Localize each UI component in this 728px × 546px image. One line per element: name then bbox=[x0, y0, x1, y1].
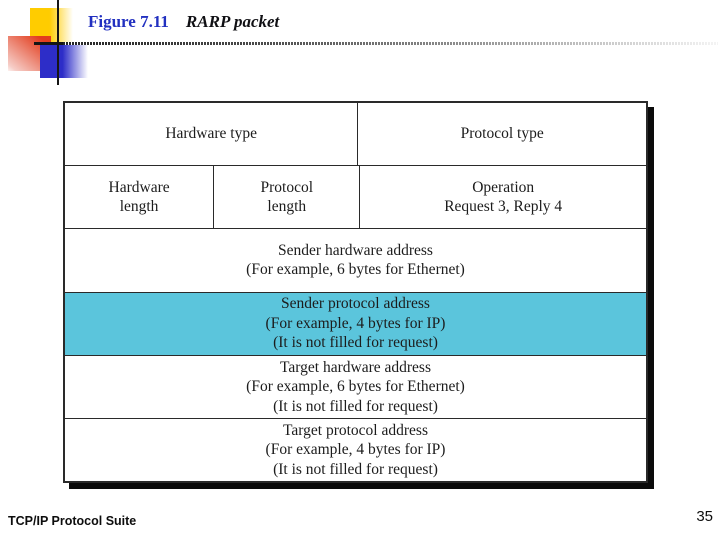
field-line: Protocol type bbox=[460, 125, 544, 143]
slide-title: Figure 7.11 RARP packet bbox=[88, 12, 279, 32]
row-target-hardware-address: Target hardware address (For example, 6 … bbox=[65, 356, 646, 419]
field-line: Hardware type bbox=[165, 125, 257, 143]
field-target-protocol-address: Target protocol address (For example, 4 … bbox=[65, 419, 646, 481]
footer-book-title: TCP/IP Protocol Suite bbox=[8, 514, 137, 528]
figure-title-text: RARP packet bbox=[185, 12, 280, 31]
field-hardware-type: Hardware type bbox=[65, 103, 359, 166]
horizontal-dashed-rule bbox=[63, 42, 718, 45]
field-line: length bbox=[119, 198, 159, 216]
field-line: Sender hardware address bbox=[278, 241, 433, 259]
field-protocol-length: Protocol length bbox=[214, 166, 361, 229]
rarp-packet-diagram: Hardware type Protocol type Hardware len… bbox=[63, 101, 648, 483]
field-line: Protocol bbox=[260, 178, 314, 196]
row-target-protocol-address: Target protocol address (For example, 4 … bbox=[65, 419, 646, 481]
row-length-operation-fields: Hardware length Protocol length Operatio… bbox=[65, 166, 646, 230]
slide-page-number: 35 bbox=[696, 508, 713, 525]
field-line: (It is not filled for request) bbox=[273, 397, 438, 415]
row-type-fields: Hardware type Protocol type bbox=[65, 103, 646, 167]
blue-square-decoration bbox=[40, 43, 90, 78]
field-line: (For example, 6 bytes for Ethernet) bbox=[246, 261, 465, 279]
field-line: Hardware bbox=[108, 178, 170, 196]
field-protocol-type: Protocol type bbox=[358, 103, 646, 165]
field-line: (For example, 6 bytes for Ethernet) bbox=[246, 378, 465, 396]
field-line: (It is not filled for request) bbox=[273, 460, 438, 478]
field-hardware-length: Hardware length bbox=[65, 166, 215, 229]
field-line: Target protocol address bbox=[283, 421, 428, 439]
field-line: (For example, 4 bytes for IP) bbox=[265, 441, 446, 459]
field-sender-hardware-address: Sender hardware address (For example, 6 … bbox=[65, 229, 646, 291]
row-sender-protocol-address: Sender protocol address (For example, 4 … bbox=[65, 292, 646, 356]
field-line: Operation bbox=[472, 178, 535, 196]
field-target-hardware-address: Target hardware address (For example, 6 … bbox=[65, 356, 646, 418]
field-line: Target hardware address bbox=[280, 358, 431, 376]
field-line: (For example, 4 bytes for IP) bbox=[265, 314, 446, 332]
field-line: Sender protocol address bbox=[281, 295, 430, 313]
field-line: (It is not filled for request) bbox=[273, 334, 438, 352]
figure-number-label: Figure 7.11 bbox=[88, 12, 169, 31]
row-sender-hardware-address: Sender hardware address (For example, 6 … bbox=[65, 229, 646, 293]
field-operation: Operation Request 3, Reply 4 bbox=[360, 166, 646, 228]
horizontal-line-solid-segment bbox=[34, 42, 63, 45]
field-line: Request 3, Reply 4 bbox=[444, 198, 563, 216]
field-sender-protocol-address: Sender protocol address (For example, 4 … bbox=[65, 292, 646, 355]
field-line: length bbox=[267, 198, 307, 216]
